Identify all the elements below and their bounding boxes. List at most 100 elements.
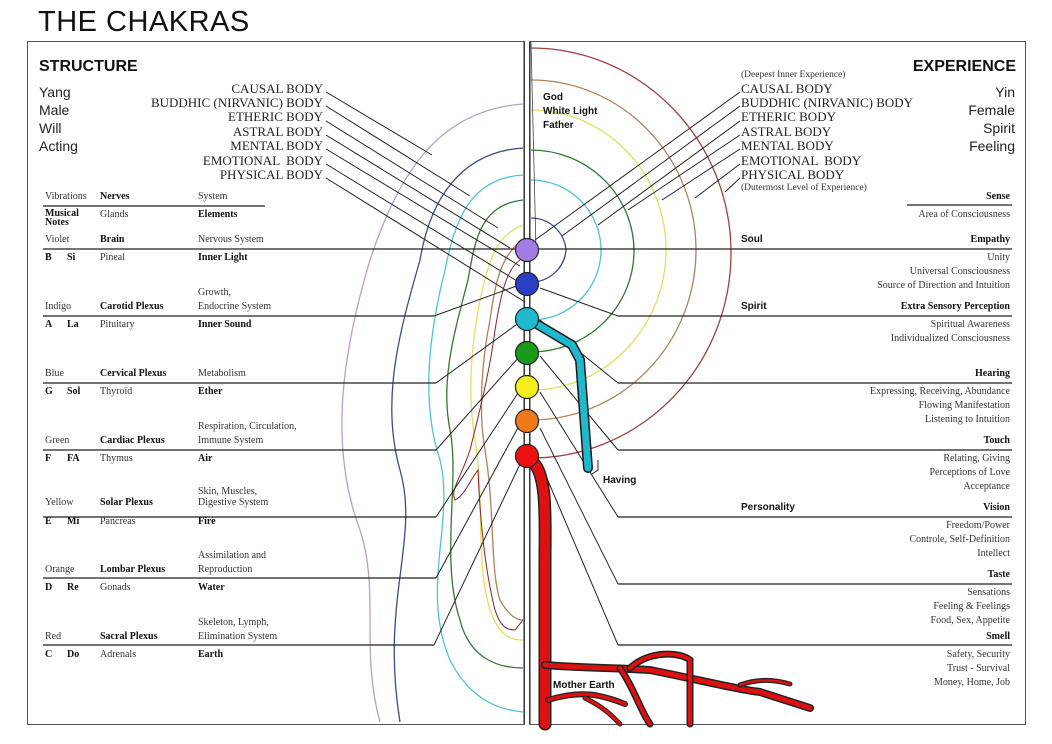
row-system-line1: Assimilation and [198,550,267,561]
row-gland: Thymus [100,453,133,464]
structure-attr-yang: Yang [39,84,71,100]
experience-heading: EXPERIENCE [912,58,1016,75]
header-sense: Sense [986,191,1010,202]
row-color: Yellow [45,497,74,508]
sense-smell: Smell [986,631,1010,642]
area-line: Spiritual Awareness [930,319,1010,330]
header-elements: Elements [198,209,238,220]
experience-attr-yin: Yin [995,84,1015,100]
root-chakra [514,443,540,469]
area-line: Sensations [967,587,1010,598]
row-note: G [45,386,53,397]
right-body-buddhic: BUDDHIC (NIRVANIC) BODY [741,95,914,110]
area-line: Freedom/Power [946,520,1010,531]
row-note: F [45,453,52,464]
row-element: Fire [198,516,216,527]
header-vibrations: Vibrations [45,191,87,202]
row-gland: Gonads [100,582,131,593]
area-line: Food, Sex, Appetite [930,615,1010,626]
level-soul: Soul [741,234,763,245]
header-glands: Glands [100,209,129,220]
sense-hearing: Hearing [975,368,1010,379]
row-system: Nervous System [198,234,264,245]
row-note: C [45,649,53,660]
throat-chakra [514,306,540,332]
right-body-astral: ASTRAL BODY [741,124,832,139]
row-solfege: La [67,319,79,330]
row-solfege: Re [67,582,79,593]
structure-heading: STRUCTURE [39,58,138,75]
experience-table-rules [538,204,1012,646]
left-body-buddhic: BUDDHIC (NIRVANIC) BODY [150,95,323,110]
row-element: Earth [198,649,223,660]
header-musical-notes: Musical Notes [45,208,79,228]
label-god: God [543,92,563,103]
left-body-mental: MENTAL BODY [230,138,323,153]
row-nerves: Carotid Plexus [100,301,164,312]
left-body-physical: PHYSICAL BODY [219,167,323,182]
sense-taste: Taste [987,569,1010,580]
row-element: Air [198,453,213,464]
row-system-line1: Growth, [198,287,232,298]
area-line: Source of Direction and Intuition [877,280,1010,291]
level-spirit: Spirit [741,301,767,312]
right-body-emotional: EMOTIONAL BODY [741,153,862,168]
structure-attr-acting: Acting [39,138,78,154]
structure-attr-male: Male [39,102,70,118]
label-father: Father [543,120,574,131]
structure-table-rules [43,205,515,646]
page-title: THE CHAKRAS [38,6,250,38]
deepest-note: (Deepest Inner Experience) [741,70,846,80]
area-line: Unity [987,252,1010,263]
row-note: D [45,582,53,593]
row-color: Blue [45,368,64,379]
right-body-physical: PHYSICAL BODY [741,167,845,182]
row-element: Inner Light [198,252,248,263]
row-system-line2: Endocrine System [198,301,272,312]
row-gland: Adrenals [100,649,137,660]
row-nerves: Sacral Plexus [100,631,158,642]
experience-connector-lines [539,287,619,646]
header-system: System [198,191,228,202]
row-solfege: Si [67,252,76,263]
structure-attr-will: Will [39,120,62,136]
row-gland: Pineal [100,252,125,263]
row-color: Indigo [45,301,72,312]
heart-chakra [514,340,540,366]
area-line: Intellect [977,548,1010,559]
area-line: Feeling & Feelings [933,601,1010,612]
row-solfege: FA [67,453,80,464]
area-line: Relating, Giving [943,453,1010,464]
crown-chakra [514,237,540,263]
header-area: Area of Consciousness [918,209,1010,220]
row-element: Inner Sound [198,319,252,330]
row-system-line1: Respiration, Circulation, [198,421,297,432]
row-system-line2: Immune System [198,435,264,446]
sense-empathy: Empathy [970,234,1010,245]
row-note: A [45,319,53,330]
row-element: Water [198,582,225,593]
solar-plexus-chakra [514,374,540,400]
area-line: Individualized Consciousness [890,333,1010,344]
right-body-mental: MENTAL BODY [741,138,834,153]
area-line: Controle, Self-Definition [909,534,1010,545]
row-color: Violet [45,234,70,245]
row-system: Metabolism [198,368,246,379]
row-color: Red [45,631,62,642]
row-nerves: Solar Plexus [100,497,153,508]
area-line: Trust - Survival [947,663,1010,674]
sense-vision: Vision [983,502,1010,513]
label-white-light: White Light [543,106,598,117]
label-having: Having [603,475,637,486]
row-system-line2: Digestive System [198,497,269,508]
row-solfege: Mi [67,516,80,527]
row-solfege: Do [67,649,80,660]
body-connector-lines-right [534,91,741,241]
aura-layers-right [530,47,732,459]
row-system-line2: Elimination System [198,631,278,642]
row-gland: Pituitary [100,319,135,330]
row-element: Ether [198,386,223,397]
chakra-circles [514,237,540,469]
area-line: Flowing Manifestation [918,400,1010,411]
sense-esp: Extra Sensory Perception [900,301,1010,312]
